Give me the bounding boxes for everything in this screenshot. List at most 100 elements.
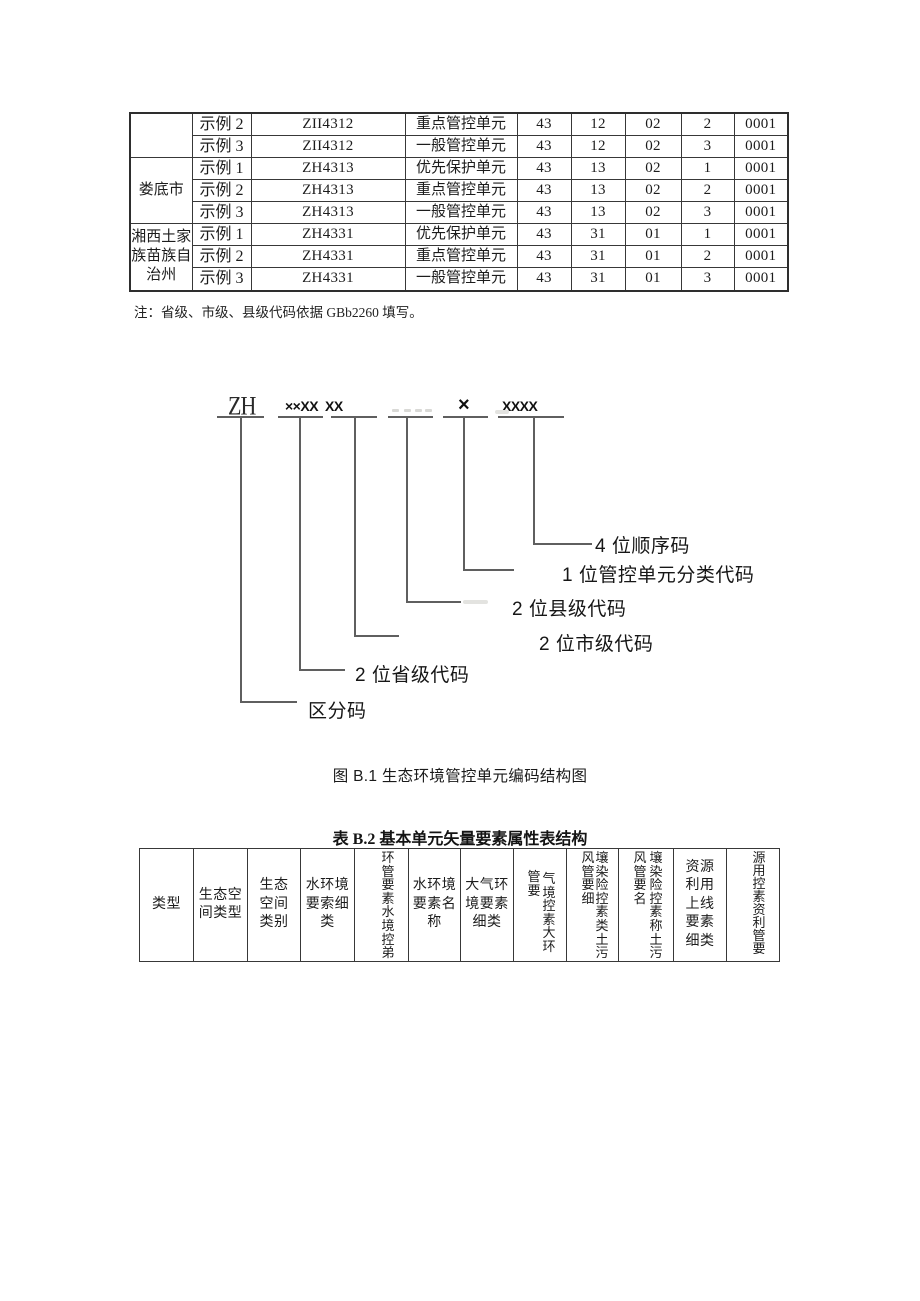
example-cell: 示例 3 <box>191 134 252 158</box>
cell-text: 类型 <box>140 896 193 915</box>
vertical-text-right: 壤染险控素类土污 <box>595 850 609 961</box>
header-cell-resource-line: 资源利用上线要素细类 <box>673 848 727 962</box>
sequence-code-cell: 0001 <box>733 266 789 292</box>
code-underline-category <box>443 416 488 418</box>
cell-text-line: 生态 <box>259 878 289 894</box>
cell-text-line: 水环境 <box>412 878 457 894</box>
diagram-label-category: 1 位管控单元分类代码 <box>562 565 755 586</box>
code-underline-county <box>388 416 433 418</box>
vertical-text: 源用控素资利管要 <box>752 850 766 956</box>
connector-horizontal-category <box>463 569 514 571</box>
cell-text-line: 要素名 <box>412 896 457 912</box>
header-cell-soil-class: 风管要细壤染险控素类土污 <box>566 848 619 962</box>
cell-text-line: 境要素 <box>465 896 509 912</box>
header-cell-water-name: 水环境要素名称 <box>408 848 461 962</box>
header-cell-eco-space-type: 生态空间类型 <box>193 848 248 962</box>
sequence-code-cell: 0001 <box>733 178 789 202</box>
cell-text-line: 类 <box>320 915 335 931</box>
city-code-cell: 12 <box>570 112 626 136</box>
city-code-cell: 13 <box>570 178 626 202</box>
connector-horizontal-province <box>299 669 345 671</box>
connector-horizontal-sequence <box>533 543 592 545</box>
code-cell: ZH4313 <box>250 200 406 224</box>
cell-text-line: 大气环 <box>465 878 509 894</box>
header-cell-eco-space-class: 生态空间类别 <box>247 848 301 962</box>
faded-code-mark <box>415 409 422 412</box>
sequence-code-cell: 0001 <box>733 222 789 246</box>
sequence-code-cell: 0001 <box>733 200 789 224</box>
code-underline-sequence <box>498 416 564 418</box>
diagram-label-sequence: 4 位顺序码 <box>595 536 690 557</box>
diagram-label-city: 2 位市级代码 <box>539 634 654 655</box>
header-cell-water-subclass: 水环境要索细类 <box>300 848 355 962</box>
cell-text: 生态空间类型 <box>194 887 247 924</box>
code-segment-city: XX <box>325 398 343 414</box>
header-cell-soil-name: 风管要名壤染险控素称土污 <box>618 848 674 962</box>
connector-vertical-prefix <box>240 417 242 703</box>
code-segment-prefix: ZH <box>228 390 256 421</box>
vertical-text-left: 管要 <box>527 869 541 898</box>
code-segment-province: ××XX <box>285 398 319 414</box>
cell-text-line: 要索细 <box>305 896 350 912</box>
cell-text-line: 类型 <box>152 896 181 912</box>
cell-text-line: 间类型 <box>198 906 243 921</box>
unit-type-cell: 一般管控单元 <box>404 134 518 158</box>
city-cell: 娄底市 <box>129 156 193 224</box>
unit-type-cell: 一般管控单元 <box>404 200 518 224</box>
city-code-cell: 31 <box>570 266 626 292</box>
cell-text-line: 称 <box>427 915 442 931</box>
table-note: 注：省级、市级、县级代码依据 GBb2260 填写。 <box>134 305 423 320</box>
unit-type-cell: 一般管控单元 <box>404 266 518 292</box>
cell-text-line: 细类 <box>472 915 502 931</box>
unit-type-cell: 重点管控单元 <box>404 178 518 202</box>
figure-caption: 图 B.1 生态环境管控单元编码结构图 <box>332 768 588 785</box>
scan-smudge <box>495 410 509 414</box>
cell-text-line: 要素 <box>685 915 715 931</box>
cell-text: 生态空间类别 <box>248 877 300 933</box>
city-cell: 湘西土家族苗族自治州 <box>129 222 193 292</box>
diagram-label-prefix: 区分码 <box>308 701 367 722</box>
vertical-text-right: 壤染险控素称土污 <box>649 850 663 961</box>
cell-text-line: 空间 <box>259 896 289 912</box>
header-cell-resource-control: 源用控素资利管要 <box>726 848 780 962</box>
connector-vertical-city <box>354 417 356 637</box>
header-cell-water-control: 环管要素水境控弟 <box>354 848 409 962</box>
example-cell: 示例 1 <box>191 222 252 246</box>
faded-code-mark <box>425 409 432 412</box>
cell-text: 水环境要素名称 <box>409 877 460 933</box>
header-cell-air-control: 管要气境控素大环 <box>513 848 567 962</box>
cell-text: 水环境要索细类 <box>301 877 354 933</box>
vertical-text-left: 风管要名 <box>633 850 647 906</box>
code-cell: ZH4313 <box>250 178 406 202</box>
county-code-cell: 01 <box>624 266 682 292</box>
connector-vertical-province <box>299 417 301 671</box>
unit-type-cell: 优先保护单元 <box>404 156 518 180</box>
faded-code-mark <box>404 409 411 412</box>
header-cell-type: 类型 <box>139 848 194 962</box>
code-segment-category: × <box>458 394 470 416</box>
vector-attribute-table: 类型生态空间类型生态空间类别水环境要索细类环管要素水境控弟水环境要素名称大气环境… <box>139 848 780 962</box>
connector-vertical-category <box>463 417 465 571</box>
cell-text-line: 资源 <box>685 859 715 875</box>
diagram-label-province: 2 位省级代码 <box>355 665 470 686</box>
county-code-cell: 02 <box>624 134 682 158</box>
scan-smudge <box>463 600 488 604</box>
connector-horizontal-prefix <box>240 701 297 703</box>
connector-horizontal-city <box>354 635 399 637</box>
connector-horizontal-county <box>406 601 461 603</box>
vertical-text: 环管要素水境控弟 <box>381 850 395 961</box>
table-row: 类型生态空间类型生态空间类别水环境要索细类环管要素水境控弟水环境要素名称大气环境… <box>139 848 780 962</box>
table2-caption: 表 B.2 基本单元矢量要素属性表结构 <box>332 831 588 848</box>
province-code-cell: 43 <box>516 266 572 292</box>
cell-text-line: 生态空 <box>198 887 243 903</box>
vertical-text-right: 气境控素大环 <box>542 871 556 954</box>
vertical-text-left: 风管要细 <box>581 850 595 906</box>
cell-text-line: 水环境 <box>305 878 350 894</box>
unit-type-cell: 重点管控单元 <box>404 112 518 136</box>
